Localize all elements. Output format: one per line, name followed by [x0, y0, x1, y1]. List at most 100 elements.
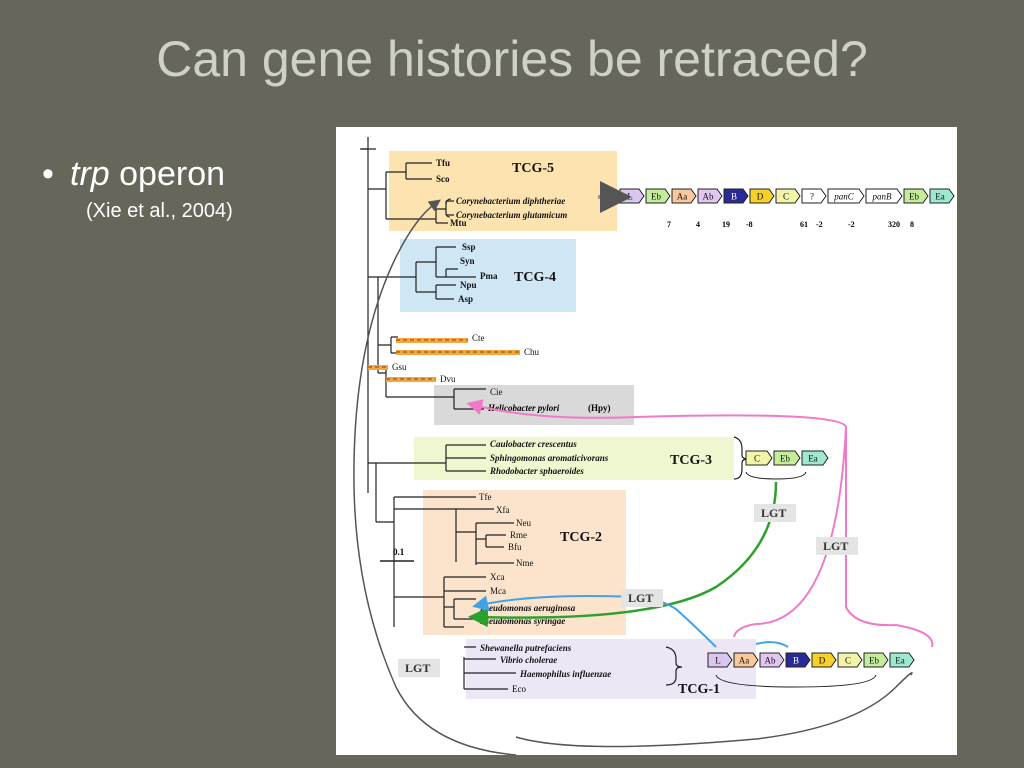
- gene-b: [723, 188, 749, 204]
- brace-tcg3-operon: [745, 471, 807, 480]
- gene-distance: -8: [746, 220, 753, 229]
- gene-b: [785, 652, 811, 668]
- gene-label: Ea: [935, 192, 945, 202]
- taxon-tfe: Tfe: [479, 492, 492, 502]
- gene-panc: [827, 188, 865, 204]
- gene-ab: [697, 188, 723, 204]
- taxon-syn: Syn: [460, 256, 475, 266]
- lgt-label-2: LGT: [823, 539, 848, 553]
- tcg2-box: [423, 490, 626, 635]
- taxon-dvu: Dvu: [440, 374, 456, 384]
- taxon-cdip: Corynebacterium diphtheriae: [456, 196, 565, 206]
- taxon-asp: Asp: [458, 294, 473, 304]
- gene-eb: [863, 652, 889, 668]
- taxon-rhod: Rhodobacter sphaeroides: [489, 466, 584, 476]
- gene-distance: 61: [800, 220, 808, 229]
- operon-top-distances: 7 4 19 -8 61 -2 -2 320 8: [667, 220, 914, 229]
- gene-distance: 320: [888, 220, 900, 229]
- gene-label: Aa: [677, 192, 688, 202]
- gene-label: C: [783, 192, 789, 202]
- gene-ea: [889, 652, 915, 668]
- gene-distance: -2: [848, 220, 855, 229]
- gene-label: B: [731, 192, 737, 202]
- taxon-mtu: Mtu: [450, 218, 467, 228]
- phylogeny-figure: 0.1 Tfu Sco Corynebacterium diphtheriae …: [336, 127, 957, 756]
- gene-label: B: [793, 656, 799, 666]
- gene-c: [745, 450, 773, 466]
- bullet-item: •trp operon: [42, 155, 225, 194]
- orange-bars: [368, 338, 520, 382]
- taxon-gsu: Gsu: [392, 362, 407, 372]
- lgt-arrow-pink-right: [845, 427, 934, 648]
- tcg1-box: [466, 639, 756, 699]
- slide-title: Can gene histories be retraced?: [156, 31, 868, 87]
- group-label-tcg4: TCG-4: [514, 270, 556, 285]
- taxon-psyr: Pseudomonas syringae: [480, 616, 565, 626]
- gene-distance: 7: [667, 220, 671, 229]
- taxon-ccre: Caulobacter crescentus: [490, 439, 577, 449]
- gene-distance: 19: [722, 220, 730, 229]
- gene-distance: 8: [910, 220, 914, 229]
- lgt-arrow-pink: [466, 399, 848, 638]
- group-label-tcg3: TCG-3: [670, 453, 712, 468]
- gene-ab: [759, 652, 785, 668]
- gene-label: Ea: [895, 656, 905, 666]
- taxon-chu: Chu: [524, 347, 540, 357]
- gene-c: [775, 188, 801, 204]
- scale-label: 0.1: [393, 547, 405, 557]
- bracket-coryne: [445, 198, 452, 218]
- lgt-arrow-gray: [353, 199, 517, 756]
- lgt-arrow-gray-bottom: [515, 672, 913, 748]
- taxon-bfu: Bfu: [508, 542, 522, 552]
- gene-label: panB: [872, 192, 893, 202]
- gene-distance: -2: [816, 220, 823, 229]
- gene-label: Eb: [869, 656, 879, 666]
- gene-eb: [645, 188, 671, 204]
- gene-label: C: [754, 454, 760, 464]
- gene-ea: [801, 450, 829, 466]
- taxon-paer: Pseudomonas aeruginosa: [480, 603, 576, 613]
- gene-c: [837, 652, 863, 668]
- taxon-hpy-abbr: (Hpy): [588, 403, 611, 413]
- lgt-label-1: LGT: [761, 506, 786, 520]
- taxon-neu: Neu: [516, 518, 531, 528]
- taxon-pma: Pma: [480, 271, 498, 281]
- taxon-haem: Haemophilus influenzae: [519, 669, 611, 679]
- taxon-mca: Mca: [490, 586, 506, 596]
- tree-branches: [360, 137, 516, 690]
- bullet-italic-word: trp: [70, 155, 110, 193]
- bracket-tcg1: [665, 646, 683, 686]
- gene-l: [707, 652, 733, 668]
- gene-label: Aa: [739, 656, 750, 666]
- lgt-label-4: LGT: [405, 661, 430, 675]
- brace-tcg1-operon: [715, 674, 877, 688]
- lgt-label-3: LGT: [628, 591, 653, 605]
- taxon-rme: Rme: [510, 530, 527, 540]
- taxon-cglu: Corynebacterium glutamicum: [456, 210, 567, 220]
- group-label-tcg1: TCG-1: [678, 682, 720, 697]
- gene-d: [749, 188, 775, 204]
- group-label-tcg2: TCG-2: [560, 530, 602, 545]
- taxon-ssp: Ssp: [462, 242, 476, 252]
- gene-label: Eb: [909, 192, 919, 202]
- gene-unknown: [801, 188, 827, 204]
- gene-label: D: [757, 192, 764, 202]
- gene-eb: [773, 450, 801, 466]
- gene-aa: [733, 652, 759, 668]
- gene-label: Ab: [703, 192, 714, 202]
- taxon-tfu: Tfu: [436, 158, 450, 168]
- taxon-sphi: Sphingomonas aromaticivorans: [490, 453, 609, 463]
- bullet-marker: •: [42, 155, 54, 193]
- gene-label: Eb: [780, 454, 790, 464]
- taxon-cie: Cie: [490, 387, 503, 397]
- taxon-cte: Cte: [472, 333, 485, 343]
- taxon-sco: Sco: [436, 174, 450, 184]
- gene-distance: 4: [696, 220, 700, 229]
- group-label-tcg5: TCG-5: [512, 161, 554, 176]
- taxon-xfa: Xfa: [496, 505, 510, 515]
- bullet-citation: (Xie et al., 2004): [86, 200, 233, 222]
- taxon-xca: Xca: [490, 572, 505, 582]
